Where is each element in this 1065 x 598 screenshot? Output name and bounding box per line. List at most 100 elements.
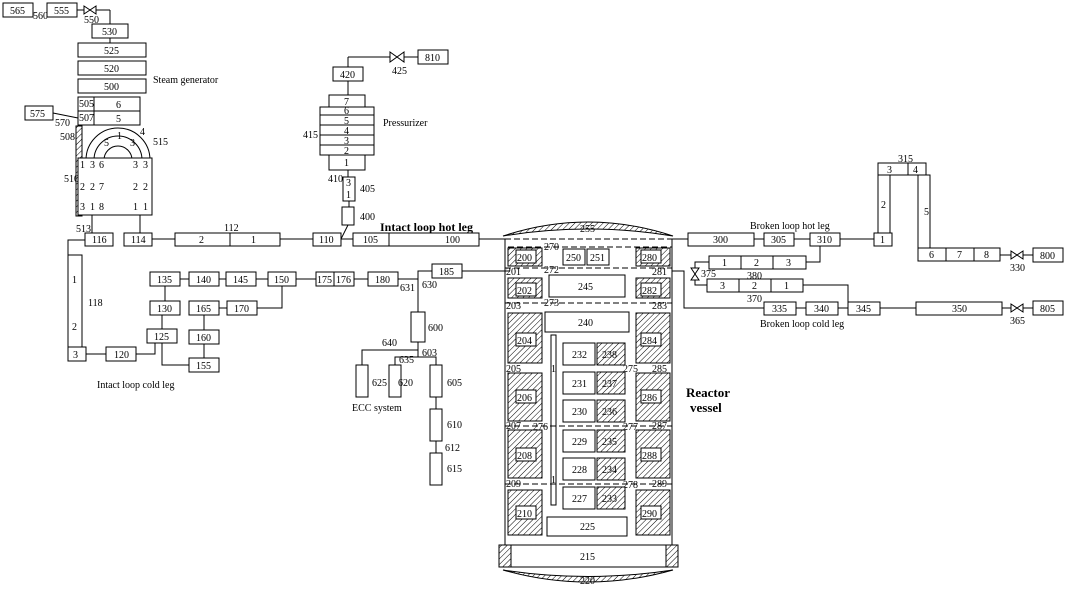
component-label: 6 — [99, 160, 104, 171]
component-label: 2 — [754, 258, 759, 269]
pipe — [394, 356, 418, 365]
pipe — [340, 224, 349, 240]
component-label: 227 — [572, 494, 587, 505]
component-label: 615 — [447, 464, 462, 475]
component-label: 380 — [747, 271, 762, 282]
component-label: 400 — [360, 212, 375, 223]
component-label: 2 — [143, 182, 148, 193]
component-label: 234 — [602, 465, 617, 476]
component-label: 620 — [398, 378, 413, 389]
component-label: 278 — [623, 480, 638, 491]
component-label: 575 — [30, 109, 45, 120]
component-label: 229 — [572, 437, 587, 448]
component-box — [515, 505, 537, 520]
component-label: 228 — [572, 465, 587, 476]
component-label: 251 — [590, 253, 605, 264]
component-label: 118 — [88, 298, 103, 309]
component-label: 130 — [157, 304, 172, 315]
component-box — [429, 364, 443, 398]
component-label: 1 — [80, 160, 85, 171]
component-label: 112 — [224, 223, 239, 234]
component-box — [640, 505, 662, 520]
component-label: 1 — [90, 202, 95, 213]
component-box — [1032, 247, 1064, 263]
component-label: 4 — [913, 165, 918, 176]
component-box — [772, 255, 807, 270]
component-box — [515, 389, 537, 404]
component-label: 1 — [551, 364, 556, 375]
valve-icon — [89, 5, 97, 15]
component-label: 1 — [117, 131, 122, 142]
valve-icon — [83, 5, 91, 15]
valve-icon — [389, 51, 398, 63]
component-box — [77, 157, 153, 216]
component-label: 206 — [517, 393, 532, 404]
component-label: 365 — [1010, 316, 1025, 327]
component-label: 5 — [104, 138, 109, 149]
broken-hot-leg: 300 305 310 1 2 3 4 315 5 6 7 8 330 800 … — [672, 154, 1064, 305]
component-label: 631 — [400, 283, 415, 294]
component-label: 3 — [786, 258, 791, 269]
component-label: 180 — [375, 275, 390, 286]
component-box — [498, 544, 512, 568]
component-label: 345 — [856, 304, 871, 315]
component-label: 635 — [399, 355, 414, 366]
component-label: 4 — [344, 126, 349, 137]
component-label: 245 — [578, 282, 593, 293]
component-label: 610 — [447, 420, 462, 431]
steam-generator: 565 560 555 550 530 525 520 500 6 505 5 … — [2, 2, 168, 247]
u-tube — [93, 135, 143, 215]
component-label: 3 — [887, 165, 892, 176]
component-label: 1 — [72, 275, 77, 286]
component-label: 170 — [234, 304, 249, 315]
pipe — [136, 343, 156, 355]
component-box — [596, 486, 626, 510]
ecc-system-title: ECC system — [352, 403, 402, 414]
component-label: 630 — [422, 280, 437, 291]
component-label: 8 — [99, 202, 104, 213]
component-label: 555 — [54, 6, 69, 17]
component-label: 200 — [517, 253, 532, 264]
component-label: 208 — [517, 451, 532, 462]
component-label: 505 — [79, 99, 94, 110]
component-label: 285 — [652, 364, 667, 375]
component-label: 155 — [196, 361, 211, 372]
valve-icon — [1010, 250, 1018, 260]
component-label: 210 — [517, 509, 532, 520]
component-label: 510 — [64, 174, 79, 185]
component-label: 4 — [140, 127, 145, 138]
component-label: 233 — [602, 494, 617, 505]
component-label: 800 — [1040, 251, 1055, 262]
component-label: 2 — [133, 182, 138, 193]
component-label: 335 — [772, 304, 787, 315]
component-label: 6 — [344, 106, 349, 117]
component-label: 205 — [506, 364, 521, 375]
intact-cold-leg-title: Intact loop cold leg — [97, 380, 174, 391]
component-label: 5 — [924, 207, 929, 218]
valve-icon — [1010, 303, 1018, 313]
component-label: 1 — [346, 190, 351, 201]
component-label: 207 — [506, 421, 521, 432]
component-box — [429, 452, 443, 486]
component-box — [515, 447, 537, 462]
component-box — [907, 162, 927, 176]
component-label: 315 — [898, 154, 913, 165]
component-label: 340 — [814, 304, 829, 315]
component-label: 1 — [784, 281, 789, 292]
component-label: 240 — [578, 318, 593, 329]
reactor-vessel: 255 270 200 201 202 203 204 205 206 207 … — [498, 221, 679, 587]
component-box — [596, 342, 626, 366]
component-label: 209 — [506, 479, 521, 490]
broken-hot-leg-title: Broken loop hot leg — [750, 221, 830, 232]
component-label: 202 — [517, 286, 532, 297]
pressurizer-title: Pressurizer — [383, 118, 428, 129]
component-label: 145 — [233, 275, 248, 286]
component-box — [665, 544, 679, 568]
component-label: 425 — [392, 66, 407, 77]
component-label: 230 — [572, 407, 587, 418]
pipe — [361, 349, 418, 365]
component-label: 236 — [602, 407, 617, 418]
component-label: 350 — [952, 304, 967, 315]
component-box — [341, 206, 355, 226]
